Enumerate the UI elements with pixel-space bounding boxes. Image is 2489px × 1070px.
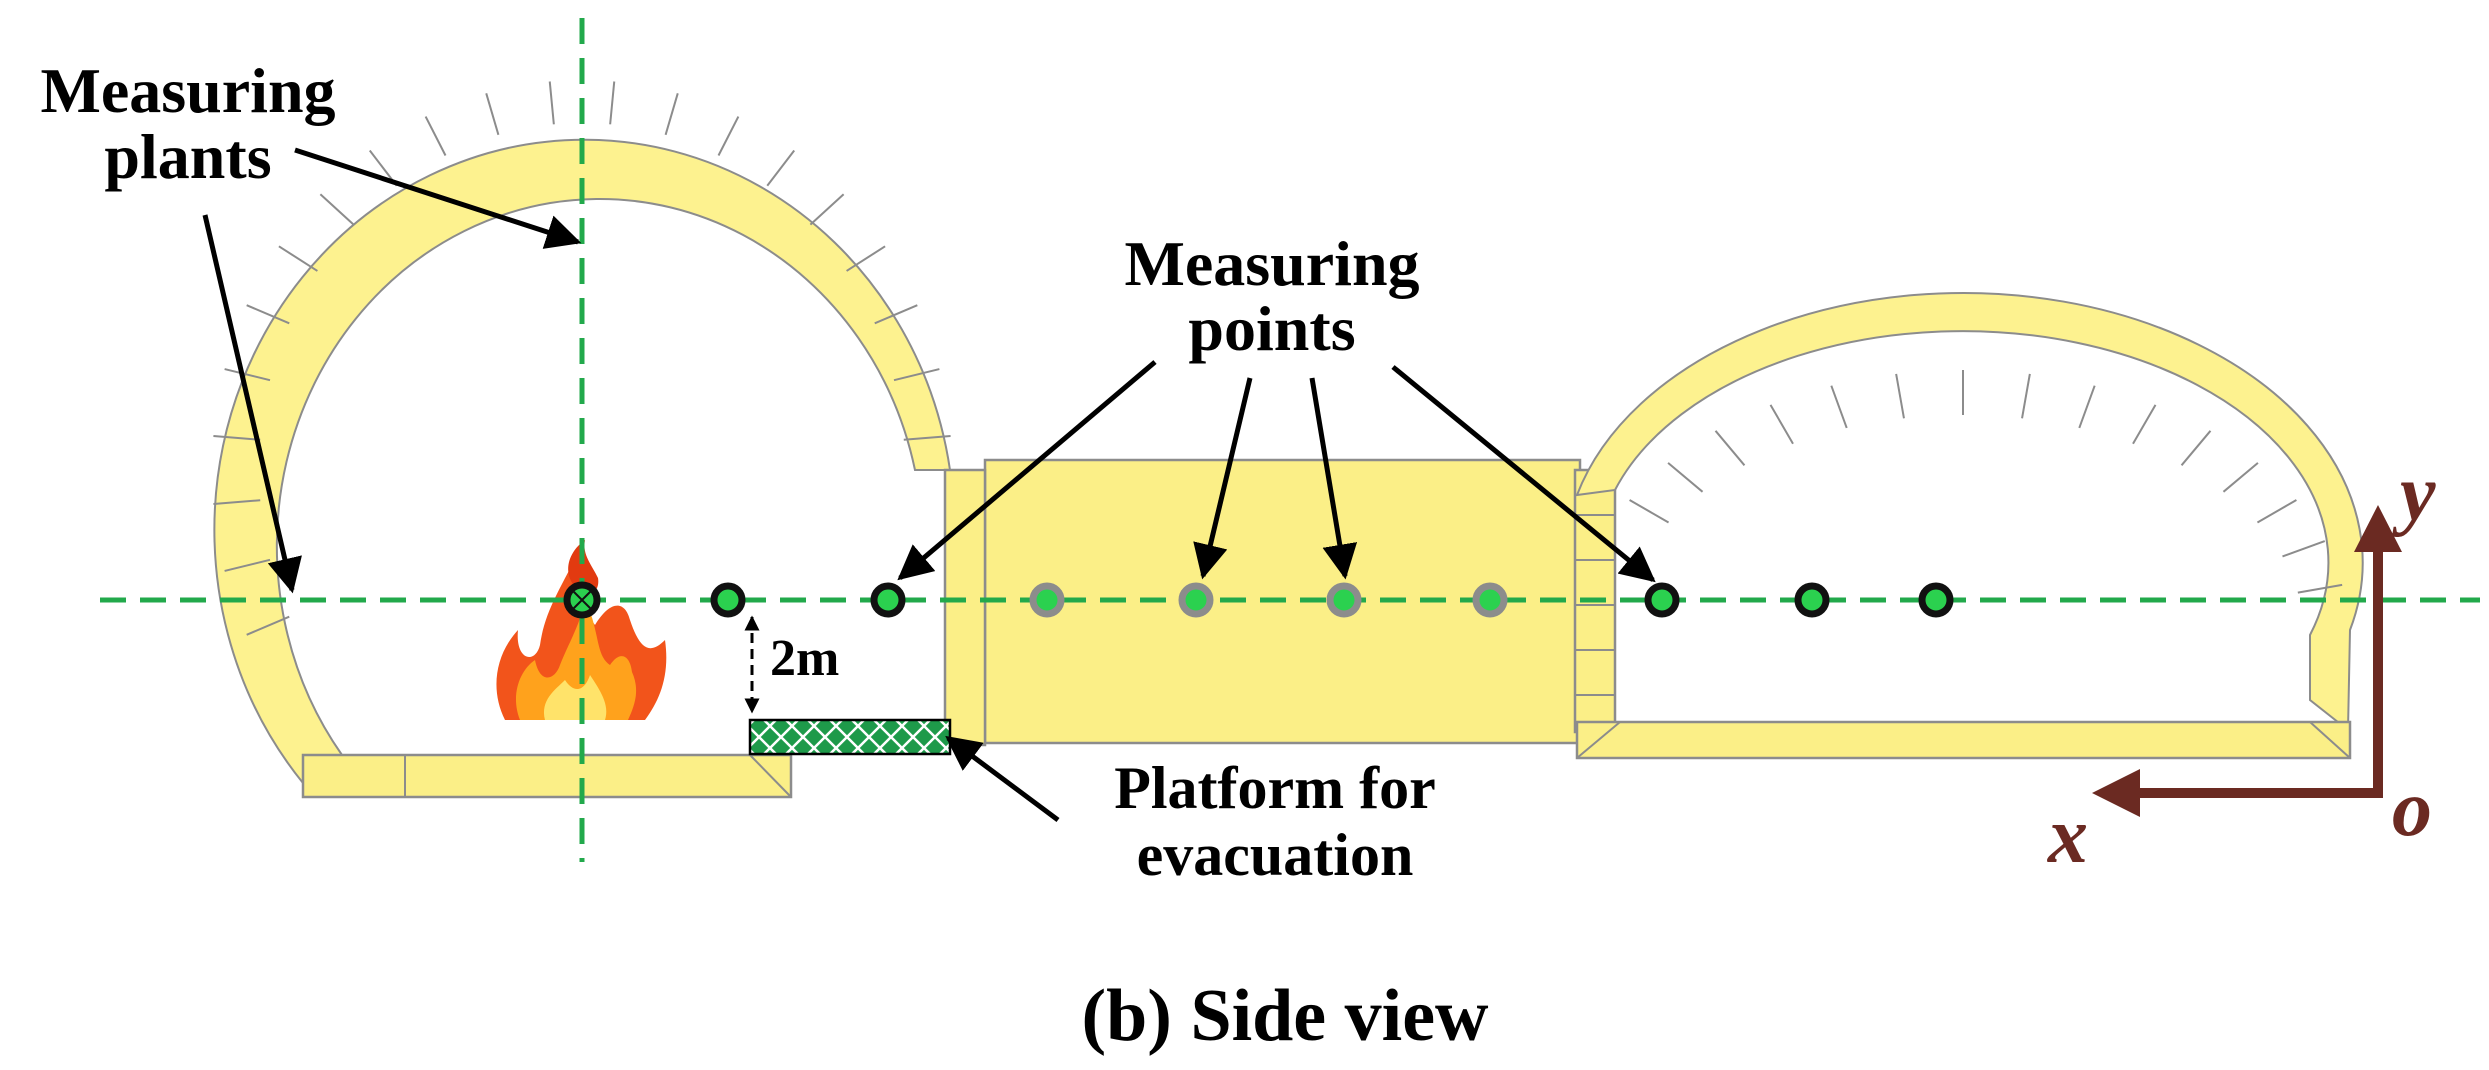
point-arrow-3 [1309,377,1358,580]
measuring-points [710,582,1954,618]
point-arrow-4 [1391,365,1656,583]
measuring-planes-label-line2: plants [104,121,271,192]
left-tunnel-lining [213,81,952,799]
platform-label-line1: Platform for [1114,755,1436,821]
plane-arrow-vertical [294,147,582,249]
origin-label: o [2392,765,2432,853]
measuring-point [1178,582,1214,618]
y-axis-label: y [2391,450,2436,538]
measuring-point [1794,582,1830,618]
evacuation-platform [748,718,952,756]
axes-arrow-icon [2092,505,2402,817]
measuring-point [870,582,906,618]
platform-label-line2: evacuation [1137,822,1414,888]
measuring-point [1918,582,1954,618]
platform-arrow [945,735,1060,823]
measuring-points-label-line2: points [1188,293,1355,364]
leader-arrows [202,147,1656,823]
measuring-point [1029,582,1065,618]
measuring-points-label-line1: Measuring [1124,228,1419,299]
measuring-point [1326,582,1362,618]
plane-arrow-horizontal [202,214,302,594]
figure-caption: (b) Side view [1082,975,1490,1057]
measuring-point [1472,582,1508,618]
point-arrow-2 [1193,377,1253,580]
measuring-point [710,582,746,618]
height-label: 2m [770,630,839,687]
measuring-planes-label-line1: Measuring [40,55,335,126]
measuring-point [1644,582,1680,618]
point-arrow-1 [897,360,1157,581]
fire-centre-cross [571,589,593,611]
right-tunnel-lining [1575,291,2364,760]
x-axis-label: x [2047,792,2088,880]
